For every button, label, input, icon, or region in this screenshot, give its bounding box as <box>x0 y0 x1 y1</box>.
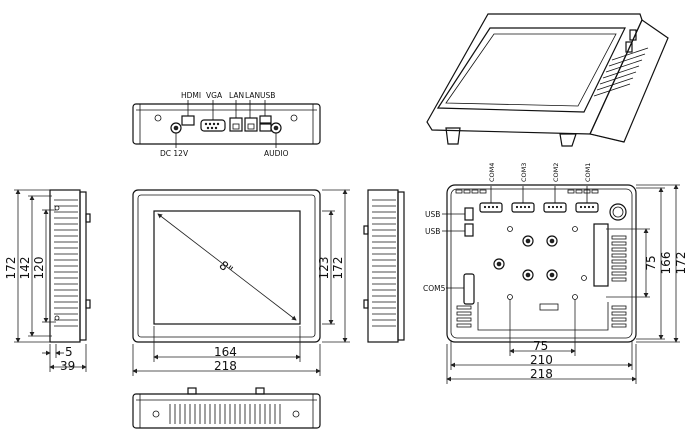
label-lan-1: LAN <box>229 91 244 100</box>
bottom-view <box>132 387 321 429</box>
dim-218-rear: 218 <box>530 367 553 381</box>
top-view: HDMI VGA LAN LAN USB DC 12V AUDIO <box>132 91 321 158</box>
label-audio: AUDIO <box>264 149 289 158</box>
dim-210: 210 <box>530 353 553 367</box>
label-com1: COM1 <box>584 163 592 182</box>
label-usb: USB <box>260 91 275 100</box>
dim-39: 39 <box>60 359 75 373</box>
isometric-view <box>426 13 669 147</box>
dim-120: 120 <box>32 257 46 280</box>
rear-view: COM4 COM3 COM2 COM1 USB USB COM5 <box>423 163 688 384</box>
label-dc-12v: DC 12V <box>160 149 189 158</box>
label-lan-2: LAN <box>245 91 260 100</box>
dim-75-horizontal: 75 <box>533 339 548 353</box>
dim-164: 164 <box>214 345 237 359</box>
label-vga: VGA <box>206 91 223 100</box>
label-com5: COM5 <box>423 284 446 293</box>
label-usb-rear-1: USB <box>425 210 440 219</box>
dim-172-left: 172 <box>4 257 18 280</box>
dim-218-front: 218 <box>214 359 237 373</box>
label-usb-rear-2: USB <box>425 227 440 236</box>
right-side-view <box>363 189 405 343</box>
dim-75-vertical: 75 <box>644 255 658 270</box>
label-hdmi: HDMI <box>181 91 201 100</box>
left-side-view: 172 142 120 5 39 <box>4 189 91 373</box>
dim-5: 5 <box>65 345 73 359</box>
dim-172-rear: 172 <box>674 252 688 275</box>
dim-166: 166 <box>659 252 673 275</box>
label-com3: COM3 <box>520 163 528 182</box>
label-com2: COM2 <box>552 163 560 182</box>
dim-142: 142 <box>18 257 32 280</box>
label-com4: COM4 <box>488 163 496 182</box>
dim-172-front: 172 <box>331 257 345 280</box>
dim-123: 123 <box>317 257 331 280</box>
front-view: 8" 123 172 164 218 <box>132 189 350 376</box>
